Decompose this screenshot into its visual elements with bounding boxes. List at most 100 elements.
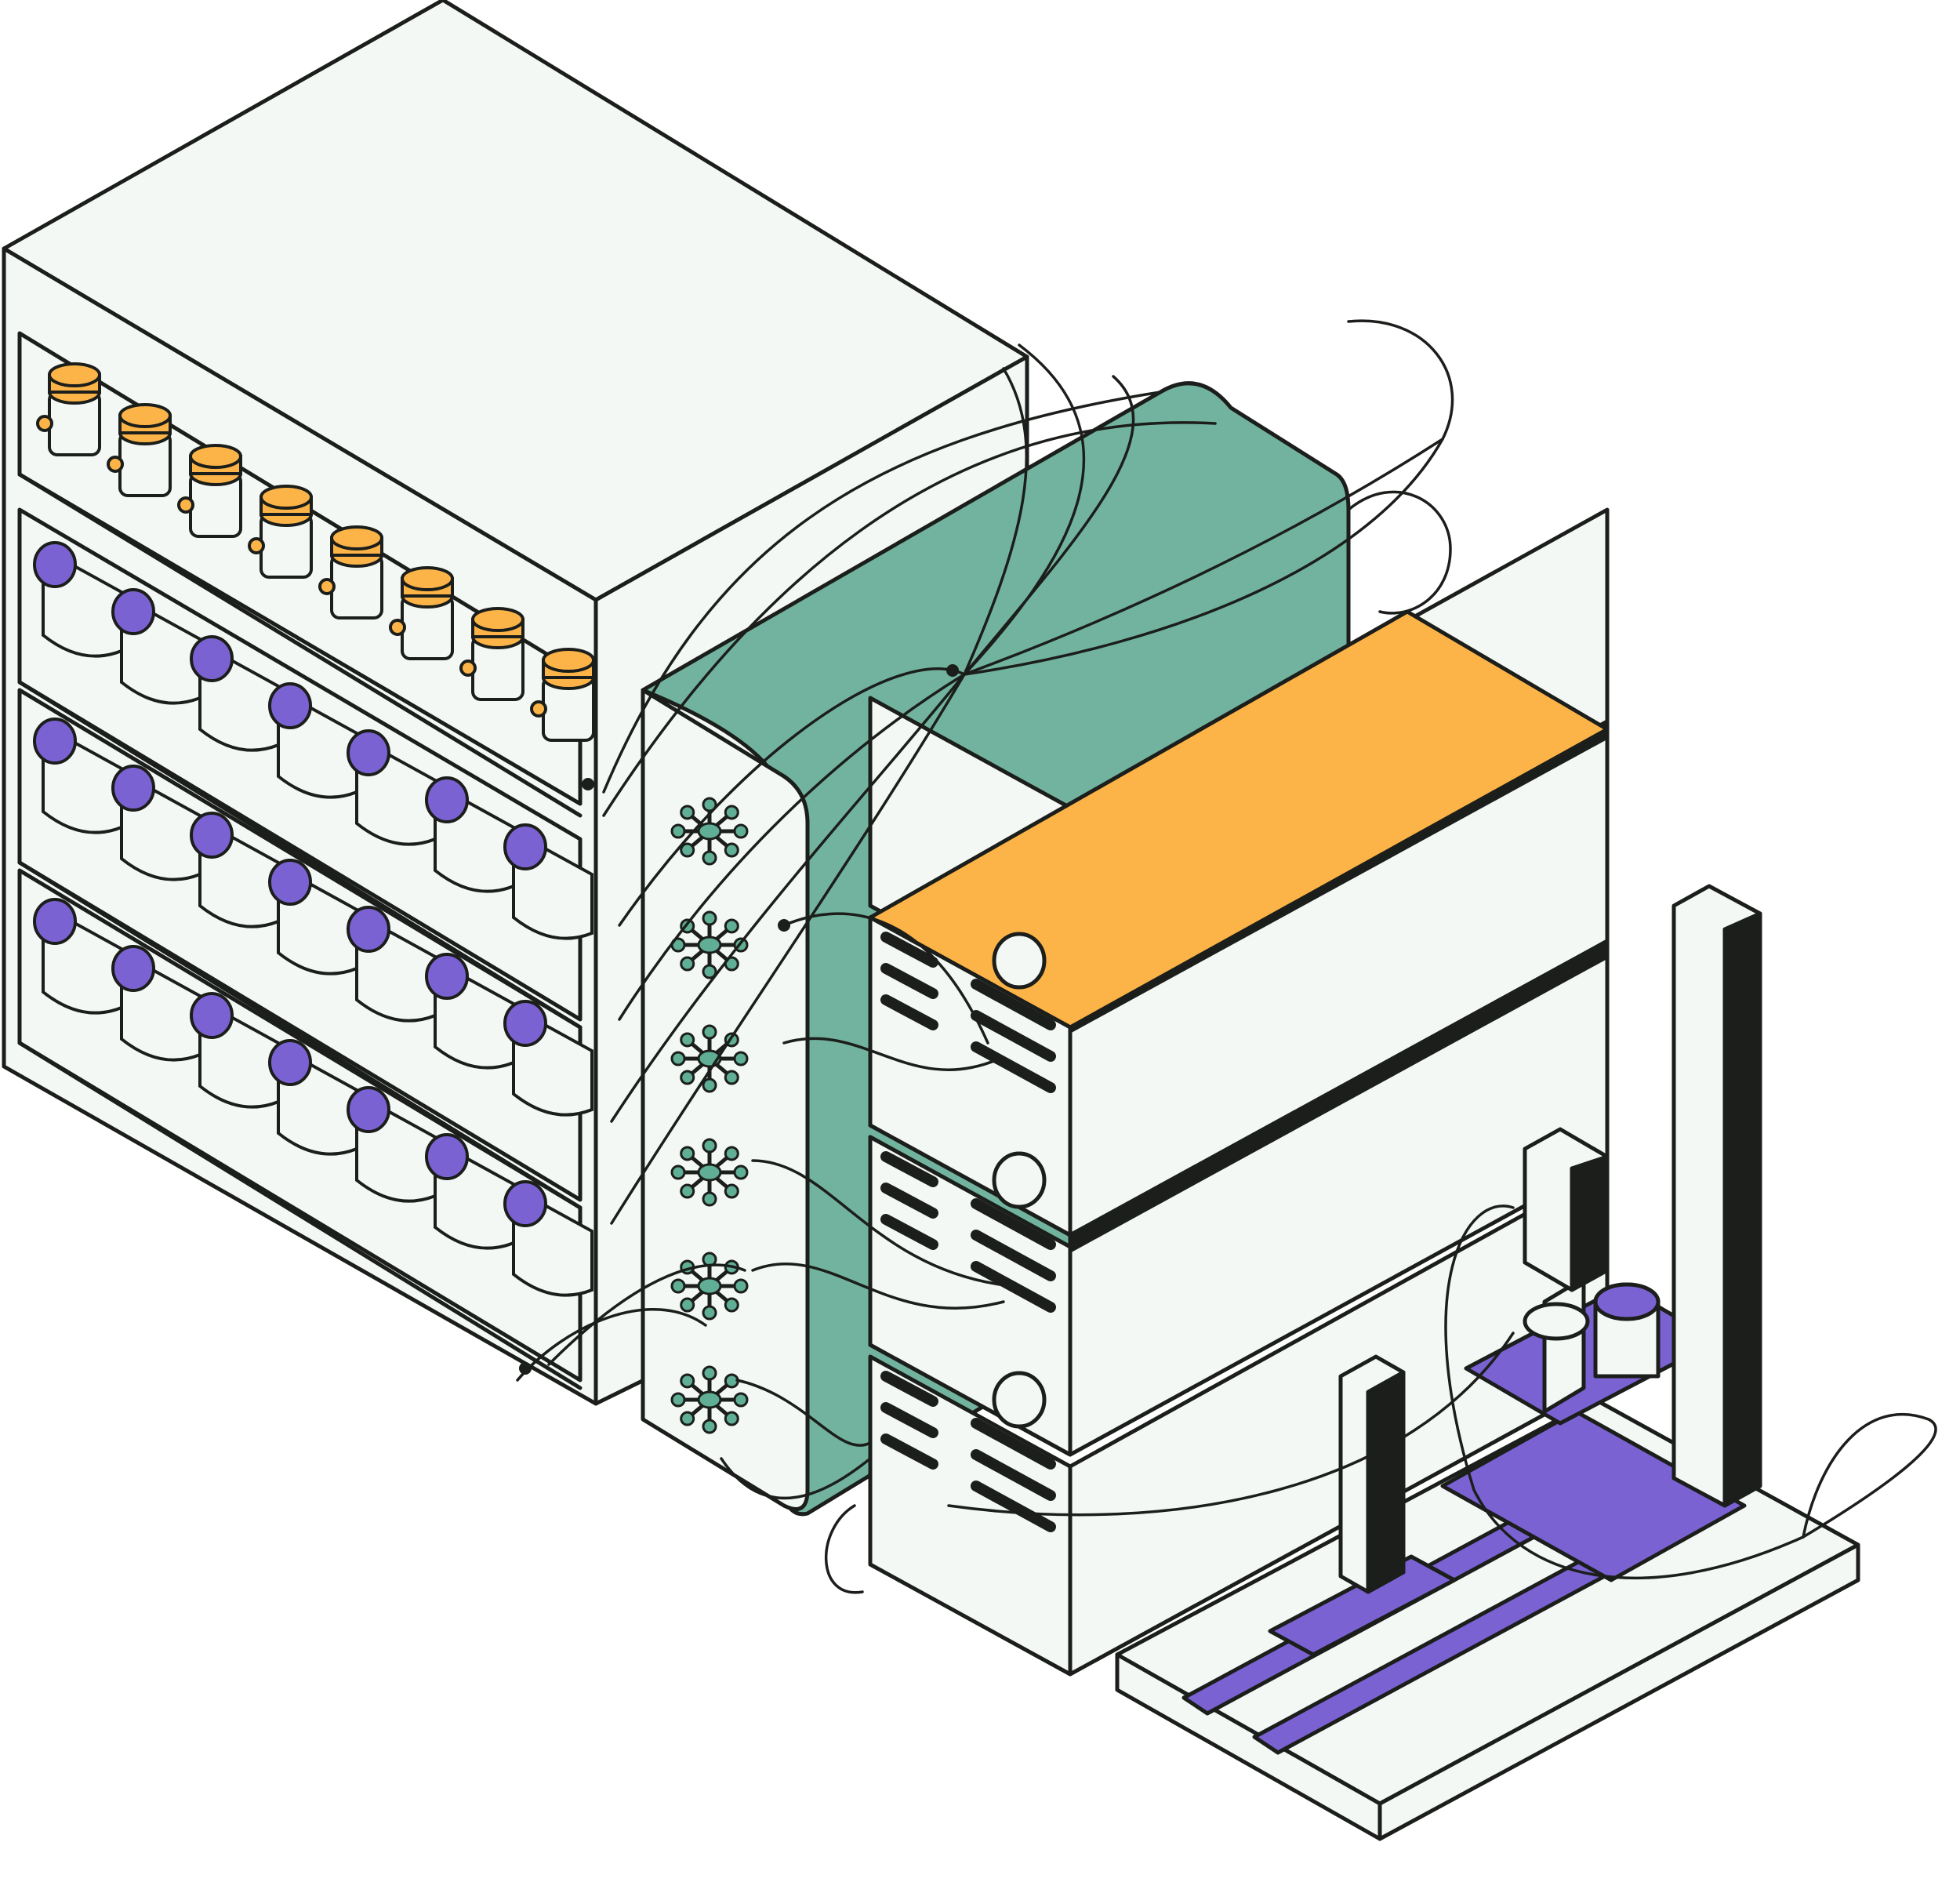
tube (947, 1332, 1515, 1517)
vent-slot (971, 1449, 1056, 1501)
tray-support (1542, 1276, 1586, 1414)
bottle-cap (268, 682, 312, 729)
vent-slot (971, 1041, 1056, 1093)
vent-slot (971, 1230, 1056, 1281)
vial-valve-icon (177, 496, 194, 514)
tube (751, 1159, 1013, 1288)
bottle-cap (347, 1086, 390, 1133)
vial (530, 648, 595, 742)
shelf-lip (17, 680, 583, 1030)
tube (547, 1263, 746, 1366)
vent-slot (880, 1214, 938, 1250)
tube (735, 1379, 872, 1447)
tube (618, 667, 966, 927)
tube (963, 438, 1444, 676)
bottle-cap (33, 718, 77, 765)
vent-slot (971, 1198, 1056, 1250)
tube (610, 673, 966, 1123)
vial (177, 444, 242, 538)
vial-valve-icon (389, 619, 406, 636)
vent-slot (880, 1183, 938, 1219)
rotary-valve (670, 1138, 749, 1207)
bottle-cap (111, 588, 155, 635)
bottle-cap (503, 1000, 547, 1047)
module-details (880, 932, 1056, 1532)
vent-slot (880, 1371, 938, 1407)
bottle-cap (268, 1039, 312, 1086)
tube (963, 319, 1454, 676)
gantry-post-dark (1366, 1370, 1406, 1594)
shelf-lip (17, 860, 583, 1210)
sample-vial (1523, 1302, 1590, 1341)
vial (248, 485, 313, 579)
tube (1444, 1204, 1805, 1580)
bottle-cap (33, 541, 77, 588)
vent-slot (971, 1481, 1056, 1532)
tube (824, 1504, 864, 1594)
shelf-lip (17, 1041, 583, 1390)
vial (36, 362, 101, 456)
stage-plate (1440, 1409, 1747, 1582)
vial (107, 403, 172, 497)
shelf-lip (17, 472, 583, 818)
vial (318, 525, 383, 619)
reservoir-bottle (503, 1180, 593, 1297)
vial-row (36, 362, 595, 742)
tube-clamp (519, 1362, 532, 1375)
tube (782, 912, 989, 1045)
bottle-cap (425, 776, 469, 823)
tube (602, 421, 1217, 817)
vial-valve-icon (530, 700, 547, 718)
rotary-valve (670, 910, 749, 979)
bottle-cap (33, 898, 77, 945)
tube (516, 1308, 707, 1382)
bottle-cap (268, 859, 312, 906)
bottle-cap (503, 823, 547, 870)
vent-slot (971, 1418, 1056, 1470)
bottle-cap (111, 945, 155, 992)
vent-slot (880, 1433, 938, 1470)
vial-valve-icon (36, 415, 53, 432)
tube (602, 391, 1162, 794)
bottle-cap (190, 992, 234, 1039)
vent-slot (971, 1261, 1056, 1313)
reservoir-bottle (503, 823, 593, 940)
tube (963, 343, 1086, 676)
rotary-valve (670, 797, 749, 866)
tube-clamp (582, 778, 594, 790)
vial-valve-icon (107, 456, 124, 473)
vial-valve-icon (318, 578, 336, 595)
tube (610, 673, 966, 1225)
robot-base-side (1377, 1542, 1860, 1841)
reservoir-bottle (190, 812, 280, 928)
probe-head-dark (1570, 1154, 1610, 1292)
tube (782, 1037, 1001, 1071)
vent-slot (971, 1010, 1056, 1062)
reservoir-bottle (190, 992, 280, 1109)
sampler-robot (1115, 884, 1860, 1841)
vent-slot (880, 963, 938, 999)
tube (963, 367, 1029, 676)
vial-valve-icon (459, 659, 477, 677)
bottle-cap (425, 1133, 469, 1180)
inlet-port (992, 932, 1047, 990)
vial (389, 566, 454, 660)
bottle-cap (347, 729, 390, 776)
reservoir-bottle (111, 765, 201, 881)
bottle-cap (503, 1180, 547, 1227)
reservoir-bottle (347, 1086, 437, 1203)
inlet-port (992, 1371, 1047, 1429)
vent-slot (880, 1402, 938, 1438)
bottle-cap (190, 635, 234, 682)
tube-clamp (946, 664, 959, 677)
reservoir-bottle (503, 1000, 593, 1117)
reservoir-rows (33, 541, 593, 1297)
tube (720, 1457, 872, 1500)
tubing-bundle (516, 319, 1937, 1594)
reservoir-bottle (425, 776, 515, 893)
bottle-cap (111, 765, 155, 812)
rotary-valve (670, 1365, 749, 1434)
reservoir-bottle (268, 682, 358, 799)
sample-vial-cap (1593, 1282, 1661, 1321)
